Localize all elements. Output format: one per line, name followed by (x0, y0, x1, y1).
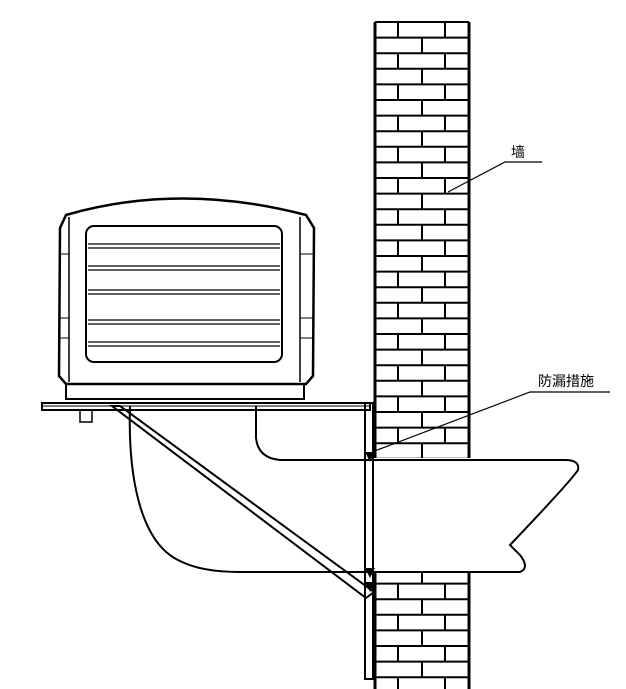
wall-leader (447, 161, 542, 193)
brick-wall (373, 21, 471, 689)
leak-prevention-leader (371, 391, 610, 453)
wall-label: 墙 (511, 145, 525, 161)
seal-points (365, 452, 375, 592)
pipe (128, 405, 580, 573)
wall-opening (372, 458, 472, 572)
ac-outdoor-unit (57, 197, 316, 400)
leak-prevention-label: 防漏措施 (538, 374, 594, 390)
support-bracket (41, 402, 376, 680)
